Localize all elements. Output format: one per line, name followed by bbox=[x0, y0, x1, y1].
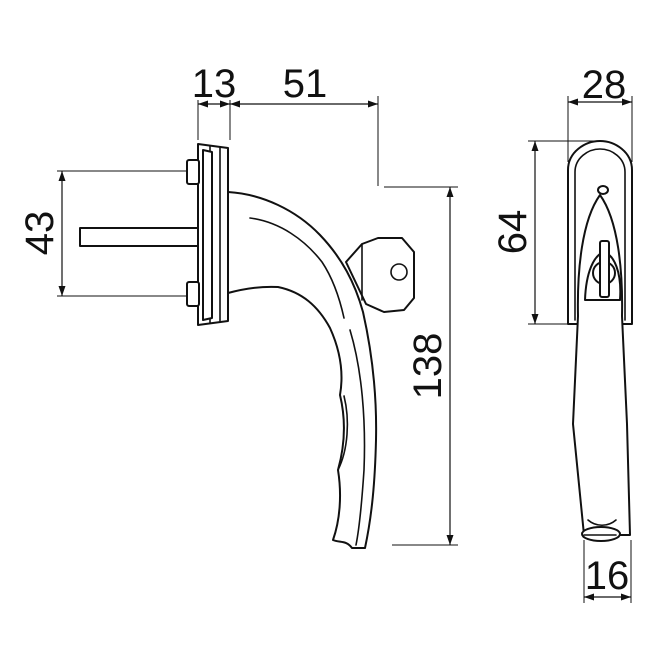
side-view: 13 51 43 138 bbox=[18, 62, 458, 549]
key bbox=[345, 237, 415, 313]
dimension-spindle-spacing: 43 bbox=[18, 170, 186, 297]
dimension-label-43: 43 bbox=[18, 211, 62, 256]
front-view: 28 64 16 bbox=[491, 63, 633, 603]
dimension-label-51: 51 bbox=[283, 62, 328, 106]
dimension-rosette-depth: 13 bbox=[192, 62, 237, 140]
dimension-grip-width: 16 bbox=[583, 540, 632, 603]
dimension-label-138: 138 bbox=[406, 333, 450, 400]
lock-cylinder bbox=[584, 185, 622, 301]
dimension-handle-length: 138 bbox=[384, 186, 458, 546]
dimension-label-16: 16 bbox=[585, 554, 630, 598]
dimension-rosette-height: 64 bbox=[491, 140, 600, 325]
screw-top bbox=[186, 159, 200, 185]
dimension-label-64: 64 bbox=[491, 210, 535, 255]
spindle bbox=[79, 227, 199, 247]
dimension-handle-projection: 51 bbox=[230, 62, 379, 186]
handle-lever bbox=[227, 191, 378, 549]
dimension-label-13: 13 bbox=[192, 62, 237, 106]
screw-bottom bbox=[186, 281, 200, 307]
dimension-rosette-width: 28 bbox=[567, 63, 633, 162]
rosette-side bbox=[197, 143, 229, 326]
dimension-label-28: 28 bbox=[582, 63, 627, 107]
